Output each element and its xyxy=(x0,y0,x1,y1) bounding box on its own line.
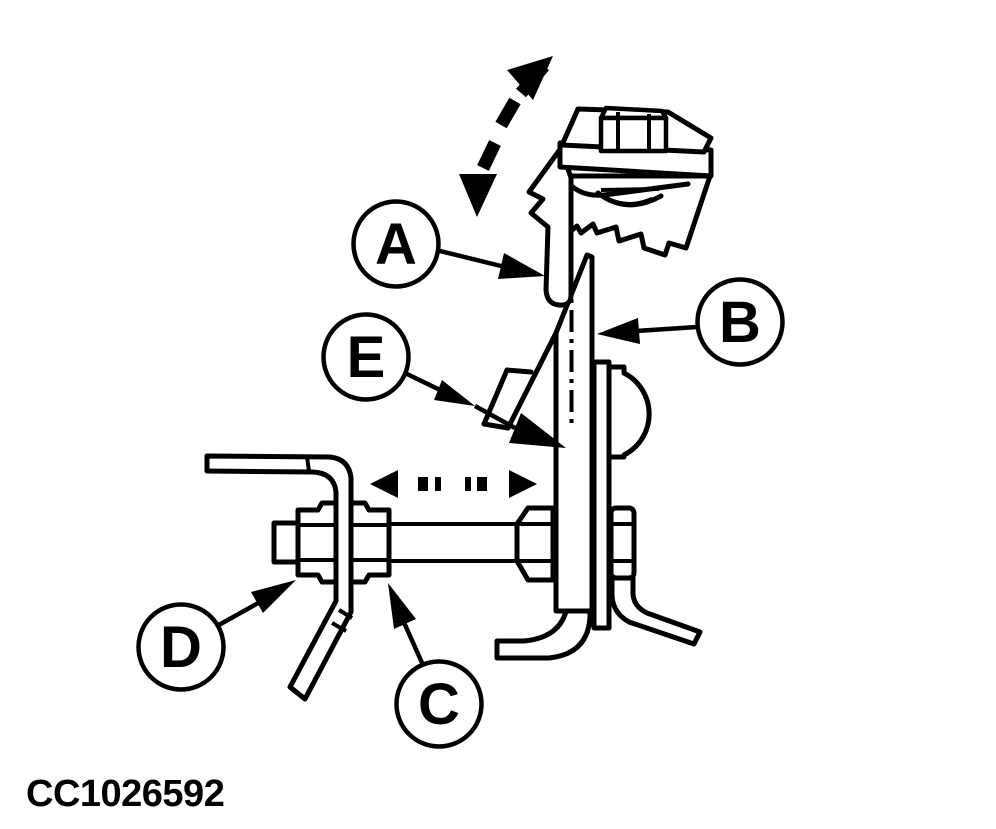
slide-arrow-left-head xyxy=(370,470,398,498)
blade-long-edge xyxy=(505,330,559,431)
rotation-arrow-up-head xyxy=(507,56,553,100)
callout-c-circle xyxy=(394,659,484,749)
callout-d: D xyxy=(136,580,296,692)
callout-a-arrowhead xyxy=(498,253,545,279)
callout-e: E xyxy=(321,312,566,448)
callout-b-label: B xyxy=(719,290,761,355)
rotation-arrow-dash xyxy=(495,97,521,129)
right-foot-arm xyxy=(609,575,703,647)
pivot-boss-bump xyxy=(606,364,652,460)
left-bracket-arm-body xyxy=(204,453,354,702)
callout-c-leader xyxy=(399,617,426,666)
bolt-head xyxy=(271,520,301,565)
figure-code: CC1026592 xyxy=(26,773,224,815)
slide-arrow-dash xyxy=(477,477,487,491)
callout-c-label: C xyxy=(418,672,460,737)
callout-a-label: A xyxy=(375,212,417,277)
callout-a: A xyxy=(351,199,545,289)
washer-top-line xyxy=(600,187,660,192)
right-bracket-assembly xyxy=(494,359,703,661)
slide-arrow-icon xyxy=(370,470,537,498)
callout-d-circle xyxy=(136,602,226,692)
callout-a-circle xyxy=(351,199,441,289)
callout-d-leader xyxy=(215,600,262,628)
bend-hatch-mark xyxy=(331,621,347,633)
callout-d-arrowhead xyxy=(251,580,296,613)
callout-c: C xyxy=(388,583,484,749)
callout-e-leader xyxy=(404,370,441,393)
angled-blade xyxy=(481,367,534,431)
callout-e-arrowhead xyxy=(509,413,566,448)
upper-bolt-head xyxy=(598,115,669,154)
left-bracket-arm xyxy=(204,453,354,702)
callout-c-arrowhead xyxy=(388,583,416,629)
inner-nut xyxy=(514,505,556,583)
callout-b-leader xyxy=(635,324,698,334)
left-hex-nut xyxy=(295,500,340,585)
callout-b-arrowhead xyxy=(597,318,640,344)
callout-d-label: D xyxy=(160,615,202,680)
adjusting-flange-nut xyxy=(348,500,392,585)
bend-hatch-mark xyxy=(337,608,354,620)
callout-e-label: E xyxy=(347,325,386,390)
callout-e-leader-extension xyxy=(473,404,517,430)
bracket-strap xyxy=(526,145,574,308)
pivot-plate-group xyxy=(481,252,595,614)
slide-arrow-right-head xyxy=(509,470,537,498)
rotation-arrow-down-head xyxy=(459,174,497,217)
callout-b: B xyxy=(597,277,785,367)
pivot-plate xyxy=(553,252,595,614)
slide-arrow-dash xyxy=(418,477,428,491)
far-side-nut xyxy=(608,505,637,581)
slide-arrow-dash xyxy=(435,477,441,491)
slide-arrow-dash xyxy=(465,477,471,491)
rotation-arrow-dash xyxy=(477,140,501,171)
callout-a-leader xyxy=(435,247,506,270)
rotation-arrow-icon xyxy=(459,56,553,217)
callout-e-mid-arrowhead xyxy=(434,380,475,406)
callout-b-circle xyxy=(695,277,785,367)
callout-e-circle xyxy=(321,312,411,402)
washer-inner-arc xyxy=(604,196,653,206)
upper-bracket xyxy=(526,105,714,308)
arm-joint-tick xyxy=(305,456,311,472)
